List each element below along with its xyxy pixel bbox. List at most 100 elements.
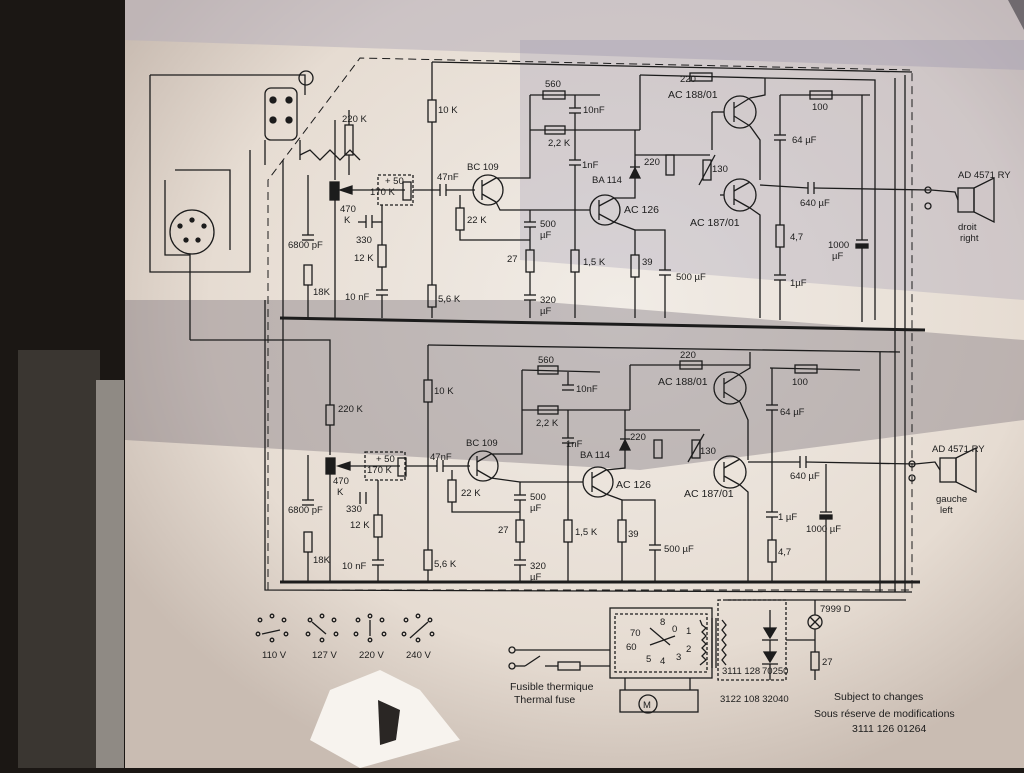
selector-pos-8: 8 — [660, 617, 665, 628]
lc-pot2b-label: K — [337, 487, 344, 498]
lc-r9-label: 18K — [313, 555, 331, 566]
voltage-label-240: 240 V — [406, 650, 431, 661]
power-supply-labels: Fusible thermique Thermal fuse M 70 8 0 … — [510, 604, 851, 711]
voltage-selector-labels: 110 V 127 V 220 V 240 V — [262, 650, 431, 661]
rc-c11-label: 500 µF — [676, 272, 706, 283]
input-connector-area — [149, 70, 331, 405]
selector-pos-4: 4 — [660, 656, 665, 667]
rc-c3-unit: µF — [540, 230, 551, 241]
fuse-label-en: Thermal fuse — [514, 694, 575, 706]
rc-pot1-label: 220 K — [342, 114, 367, 125]
voltage-selector-symbols — [255, 613, 435, 643]
foam-padding — [18, 350, 100, 768]
left-channel-circuit — [264, 160, 920, 593]
rc-r2-label: 560 — [545, 79, 561, 90]
lc-r2-label: 560 — [538, 355, 554, 366]
footer-notes: Subject to changes Sous réserve de modif… — [814, 691, 955, 735]
lc-r5-label: 27 — [498, 525, 509, 536]
chassis-outline — [267, 57, 913, 591]
left-speaker-icon — [908, 446, 977, 494]
upper-right-shadow — [520, 40, 1024, 300]
voltage-label-110: 110 V — [262, 650, 287, 661]
rc-d1-label: BA 114 — [592, 175, 622, 186]
lc-c8-label: 64 µF — [780, 407, 805, 418]
voltage-label-220: 220 V — [359, 650, 384, 661]
lc-pot1-label: 220 K — [338, 404, 363, 415]
lc-r11-label: 220 — [630, 432, 646, 443]
middle-shadow — [125, 300, 1024, 470]
left-channel-labels: 10 K 560 10nF 2,2 K 1nF BC 109 47nF 22 K… — [288, 350, 985, 583]
lc-c11-label: 500 µF — [664, 544, 694, 555]
lc-r13-label: 100 — [792, 377, 808, 388]
rc-c12-label: 1µF — [790, 278, 807, 289]
lamp-label: 7999 D — [820, 604, 851, 615]
lc-pot3-label: + 50 — [376, 454, 395, 465]
lc-r14-label: 4,7 — [778, 547, 791, 558]
lc-t4-label: AC 187/01 — [684, 488, 734, 500]
rc-r14-label: 4,7 — [790, 232, 803, 243]
rc-c8-label: 64 µF — [792, 135, 817, 146]
selector-pos-3: 3 — [676, 652, 681, 663]
lc-c7-label: 6800 pF — [288, 505, 323, 516]
rc-c10-unit: µF — [832, 251, 843, 262]
rc-c1-label: 10nF — [583, 105, 605, 116]
lc-c10-label: 1000 µF — [806, 524, 841, 535]
fuse-label-fr: Fusible thermique — [510, 681, 594, 693]
voltage-label-127: 127 V — [312, 650, 337, 661]
top-shadow — [125, 0, 1024, 70]
note-sous-reserve: Sous réserve de modifications — [814, 708, 955, 720]
lc-r10-label: 220 — [680, 350, 696, 361]
rc-r15-label: 39 — [642, 257, 653, 268]
rc-r9-label: 18K — [313, 287, 331, 298]
rc-pot3b-label: 170 K — [370, 187, 395, 198]
rc-pot2-label: 470 — [340, 204, 356, 215]
rc-c5-label: 330 — [356, 235, 372, 246]
rc-pot3-label: + 50 — [385, 176, 404, 187]
lc-c2-label: 1nF — [566, 439, 583, 450]
note-subject-to-changes: Subject to changes — [834, 691, 923, 703]
lc-c4-label: 320 — [530, 561, 546, 572]
lc-c3-unit: µF — [530, 503, 541, 514]
note-part-number: 3111 126 01264 — [852, 723, 927, 735]
selector-pos-60: 60 — [626, 642, 637, 653]
lc-speaker-type: AD 4571 RY — [932, 444, 985, 455]
hole-in-paper — [378, 700, 400, 745]
lc-c1-label: 10nF — [576, 384, 598, 395]
right-channel-labels: 10 K 560 10nF 2,2 K 1nF BC 109 47nF 22 K… — [288, 74, 1011, 317]
rc-t2-label: AC 188/01 — [668, 89, 718, 101]
rc-c4-unit: µF — [540, 306, 551, 317]
cabinet-edge — [96, 380, 124, 768]
rectifier-code-b: 70250 — [762, 666, 788, 677]
rc-speaker-en: right — [960, 233, 979, 244]
lc-speaker-fr: gauche — [936, 494, 967, 505]
rc-r12-label: 130 — [712, 164, 728, 175]
rectifier-code-a: 3111 128 — [722, 666, 760, 677]
selector-pos-5: 5 — [646, 654, 651, 665]
rc-t4-label: AC 187/01 — [690, 217, 740, 229]
lc-speaker-en: left — [940, 505, 953, 516]
rc-t3-label: AC 126 — [624, 204, 659, 216]
lc-r8-label: 12 K — [350, 520, 370, 531]
rc-c9-label: 640 µF — [800, 198, 830, 209]
rc-r11-label: 220 — [644, 157, 660, 168]
lc-cin-label: 47nF — [430, 452, 452, 463]
selector-pos-2: 2 — [686, 644, 691, 655]
lc-c3-label: 500 — [530, 492, 546, 503]
rc-c2-label: 1nF — [582, 160, 599, 171]
motor-label: M — [643, 700, 651, 711]
rc-c10-label: 1000 — [828, 240, 849, 251]
lc-t3-label: AC 126 — [616, 479, 651, 491]
lc-r7-label: 5,6 K — [434, 559, 457, 570]
rc-speaker-fr: droit — [958, 222, 977, 233]
lc-t2-label: AC 188/01 — [658, 376, 708, 388]
rc-r8-label: 12 K — [354, 253, 374, 264]
rc-r10-label: 220 — [680, 74, 696, 85]
rc-speaker-type: AD 4571 RY — [958, 170, 1011, 181]
lc-c5-label: 330 — [346, 504, 362, 515]
din-socket — [169, 209, 215, 255]
lc-r15-label: 39 — [628, 529, 639, 540]
rc-r4-label: 22 K — [467, 215, 487, 226]
lc-c9-label: 640 µF — [790, 471, 820, 482]
lc-t1-label: BC 109 — [466, 438, 498, 449]
